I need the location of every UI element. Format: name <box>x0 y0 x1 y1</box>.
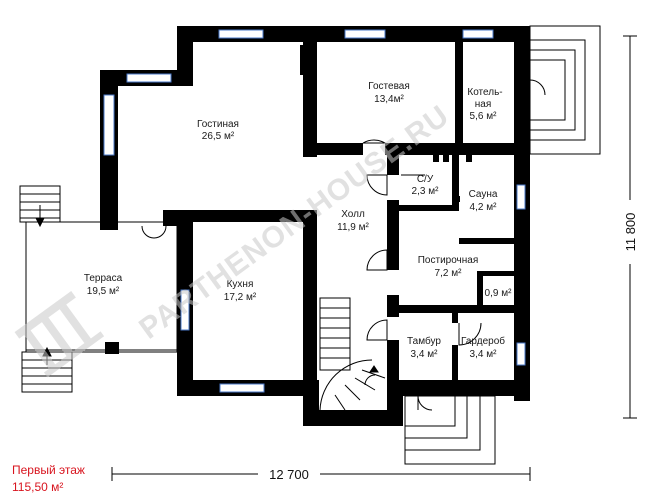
room-area-gostinaya: 26,5 м² <box>202 131 235 142</box>
floor-title: Первый этаж <box>12 463 85 477</box>
room-name-kuhnya: Кухня <box>227 279 254 290</box>
room-area-small: 0,9 м² <box>485 288 513 299</box>
room-area-postirochnaya: 7,2 м² <box>435 268 463 279</box>
dimension-width-label: 12 700 <box>269 467 309 482</box>
watermark-logo <box>14 290 105 378</box>
room-area-holl: 11,9 м² <box>337 222 369 233</box>
doors <box>362 139 482 346</box>
room-name-gostinaya: Гостиная <box>197 119 239 130</box>
room-name-kotelnaya-2: ная <box>475 99 492 110</box>
room-area-kuhnya: 17,2 м² <box>224 292 257 303</box>
room-area-terrasa: 19,5 м² <box>87 286 120 297</box>
room-name-sauna: Сауна <box>469 189 498 200</box>
room-area-gostevaya: 13,4м² <box>374 94 404 105</box>
entrance-stairs <box>404 395 496 465</box>
room-name-postirochnaya: Постирочная <box>418 255 479 266</box>
dim-width-bg <box>258 466 320 482</box>
room-name-tambur: Тамбур <box>407 335 441 347</box>
dimension-height-label: 11 800 <box>623 213 638 252</box>
room-area-kotelnaya: 5,6 м² <box>470 111 498 122</box>
room-name-terrasa: Терраса <box>84 273 123 284</box>
room-area-su: 2,3 м² <box>412 186 440 197</box>
vent-blocks <box>300 45 472 202</box>
interior-stair <box>319 297 386 411</box>
boiler-stairs <box>529 25 601 155</box>
floor-area: 115,50 м² <box>12 480 64 494</box>
room-area-garderob: 3,4 м² <box>470 349 498 360</box>
room-name-garderob: Гардероб <box>461 335 505 347</box>
floor-caption: Первый этаж 115,50 м² <box>12 462 85 496</box>
terrace-door <box>141 225 167 239</box>
terrace-stairs-top <box>19 185 61 228</box>
interior-walls <box>177 42 515 385</box>
windows <box>103 29 526 393</box>
room-name-su: С/У <box>417 174 434 185</box>
room-area-sauna: 4,2 м² <box>470 202 498 213</box>
room-area-tambur: 3,4 м² <box>411 349 439 360</box>
dim-height-bg <box>621 200 639 264</box>
room-name-holl: Холл <box>341 209 365 220</box>
dimension-width <box>111 467 531 481</box>
room-labels: Гостиная 26,5 м² Гостевая 13,4м² Котель-… <box>84 81 512 360</box>
room-name-gostevaya: Гостевая <box>368 81 410 92</box>
room-name-kotelnaya-1: Котель- <box>467 87 502 98</box>
